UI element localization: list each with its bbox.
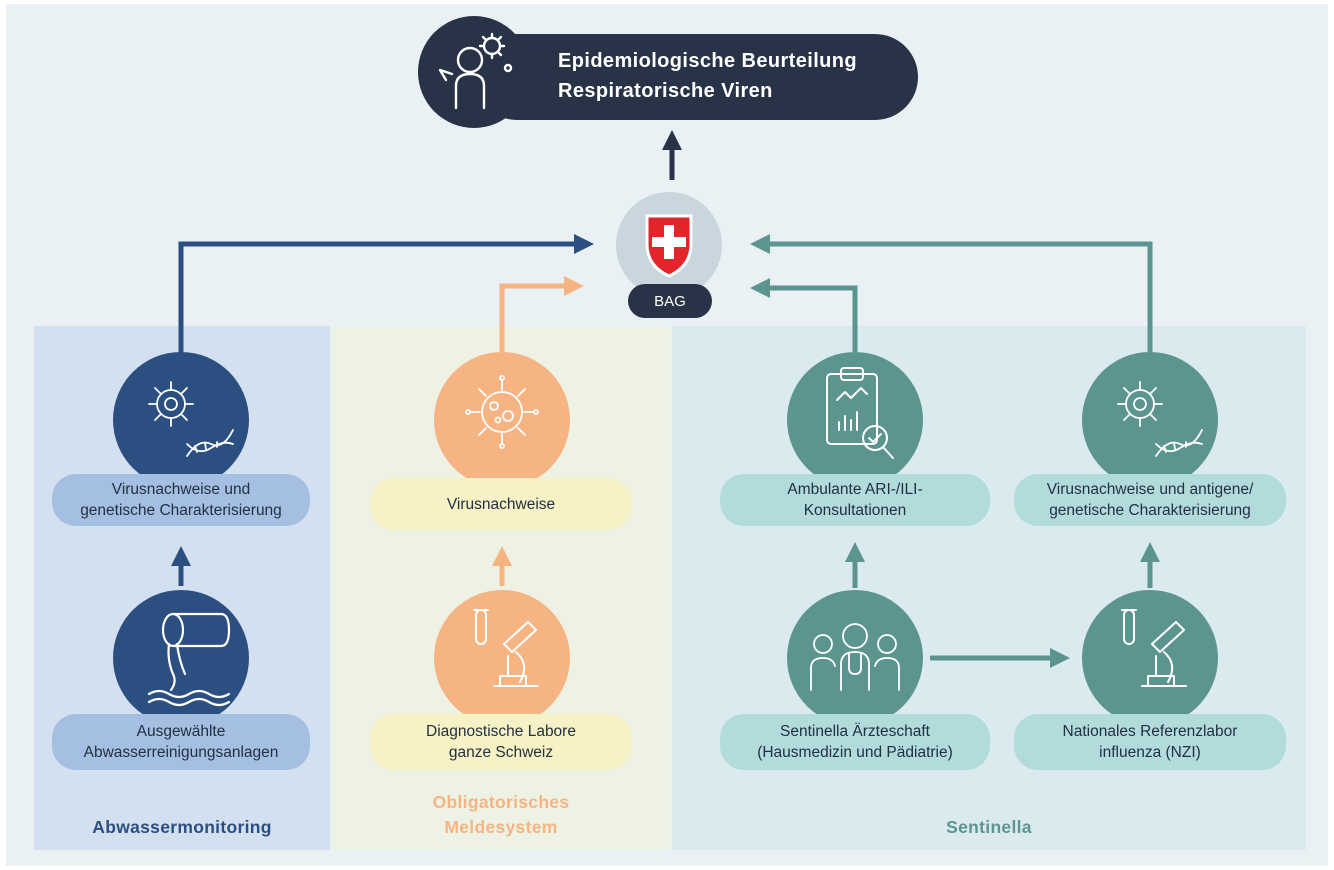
sen-aerzte-circle xyxy=(787,590,923,726)
virus-dna-icon xyxy=(148,381,234,457)
sen-nzi-node: Nationales Referenzlabor influenza (NZI) xyxy=(1014,714,1286,770)
obl-top-node: Virusnachweise xyxy=(370,478,632,530)
clipboard-chart-icon xyxy=(826,367,894,459)
diagram-title: Epidemiologische Beurteilung Respiratori… xyxy=(558,50,858,102)
abw-top-node: Virusnachweise und genetische Charakteri… xyxy=(52,474,310,526)
swiss-cross-icon xyxy=(645,214,693,278)
virus-icon xyxy=(465,375,539,449)
virus-dna-icon xyxy=(1117,381,1203,457)
arrow-abwasser-to-bag xyxy=(178,234,594,358)
wastewater-pipe-icon xyxy=(147,612,231,707)
abw-bottom-node: Ausgewählte Abwasserreinigungsanlagen xyxy=(52,714,310,770)
sen-virus-node: Virusnachweise und antigene/ genetische … xyxy=(1014,474,1286,526)
sen-aerzte-node: Sentinella Ärzteschaft (Hausmedizin und … xyxy=(720,714,990,770)
arrow-sentinella-virus-to-bag xyxy=(750,234,1153,352)
title-bar xyxy=(474,34,918,120)
bag-label: BAG xyxy=(628,284,712,318)
title-box xyxy=(418,16,918,128)
panel-label-abwassermonitoring: Abwassermonitoring xyxy=(92,817,272,837)
abw-bottom-circle xyxy=(113,590,249,726)
sen-ari-circle xyxy=(787,352,923,488)
bag-hub-circle xyxy=(616,192,722,298)
panel-label-sentinella: Sentinella xyxy=(946,817,1032,837)
person-coughing-virus-icon xyxy=(438,32,513,110)
obl-bottom-node: Diagnostische Labore ganze Schweiz xyxy=(370,714,632,770)
sen-nzi-circle xyxy=(1082,590,1218,726)
panel-label-obligatorisches-meldesystem: Obligatorisches Meldesystem xyxy=(432,792,570,837)
microscope-test-tube-icon xyxy=(473,609,539,687)
abw-top-circle xyxy=(113,352,249,488)
arrow-obligatorisch-to-bag xyxy=(499,276,584,352)
microscope-test-tube-icon xyxy=(1121,609,1187,687)
title-icon-circle xyxy=(418,16,530,128)
obl-bottom-circle xyxy=(434,590,570,726)
sen-ari-node: Ambulante ARI-/ILI- Konsultationen xyxy=(720,474,990,526)
arrow-sentinella-ari-to-bag xyxy=(750,278,858,352)
sen-virus-circle xyxy=(1082,352,1218,488)
doctors-group-icon xyxy=(810,623,900,691)
obl-top-circle xyxy=(434,352,570,488)
